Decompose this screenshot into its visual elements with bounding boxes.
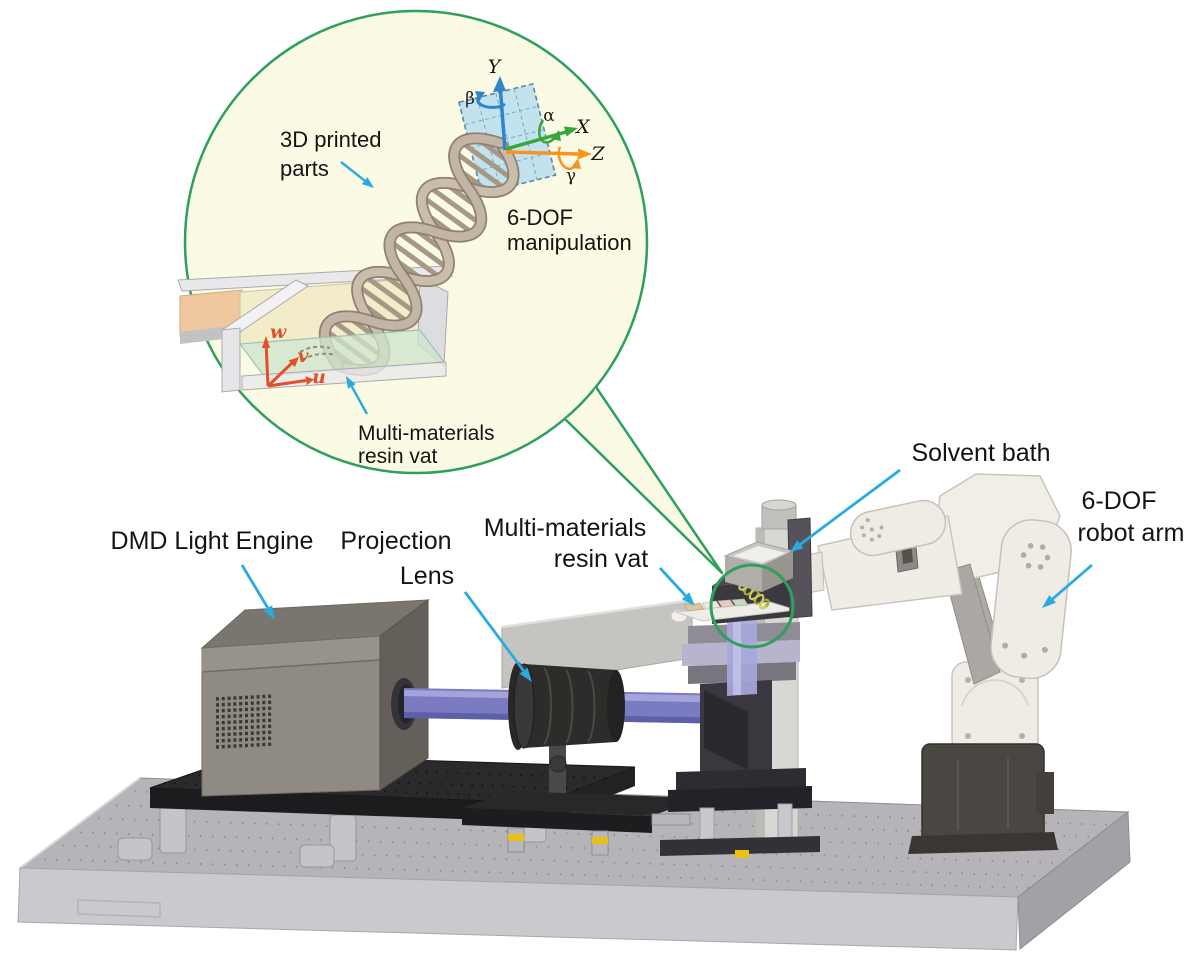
dmd-light-engine bbox=[200, 599, 430, 797]
black-breadboard-holes bbox=[163, 764, 609, 799]
inset-printed-parts-label-2: parts bbox=[280, 156, 329, 181]
table-front-skirt bbox=[17, 867, 1019, 951]
station-post bbox=[699, 807, 715, 843]
robot-arm-label-1: 6-DOF bbox=[1082, 487, 1157, 515]
inset-manipulation-label-1: 6-DOF bbox=[507, 205, 573, 230]
inset-resin-vat-label-2: resin vat bbox=[358, 445, 438, 468]
lens-rings bbox=[543, 667, 596, 745]
axis-label-w: w bbox=[270, 321, 287, 343]
z-axis bbox=[505, 150, 579, 156]
axis-label-v: v bbox=[297, 345, 309, 367]
lens-stage-front bbox=[462, 808, 652, 833]
dmd-arrow bbox=[240, 564, 270, 609]
axis-label-u: u bbox=[312, 366, 326, 388]
robot-arm-label-2: robot arm bbox=[1078, 519, 1185, 547]
shoulder-screws bbox=[965, 677, 1025, 739]
mirror-face bbox=[704, 690, 748, 770]
inset-arrow-lines bbox=[340, 161, 369, 415]
table-right-side bbox=[1017, 811, 1131, 951]
robot-elbow-link bbox=[990, 519, 1072, 680]
callout-tail bbox=[565, 387, 722, 573]
solvent-bath-arrow bbox=[799, 468, 901, 546]
axis-label-beta: β bbox=[465, 89, 475, 109]
dmd-vent-grid bbox=[215, 694, 275, 749]
submerged-part-outline bbox=[299, 345, 337, 361]
dmd-label: DMD Light Engine bbox=[111, 527, 314, 555]
projection-lens-label-1: Projection bbox=[340, 527, 451, 555]
bath-side bbox=[762, 551, 793, 592]
micrometer-accent bbox=[735, 850, 749, 858]
inset-callout: w v u Y X Z β α γ 3D printed bbox=[177, 9, 724, 575]
xyz-axes: Y X Z β α γ bbox=[465, 56, 605, 186]
projection-lens-label-2: Lens bbox=[400, 562, 454, 590]
resin-vat-arrow bbox=[658, 567, 687, 597]
uvw-axes: w v u bbox=[262, 321, 326, 388]
table-hole-grid bbox=[31, 790, 1112, 889]
helix-strand-a bbox=[334, 138, 518, 375]
bath-interior bbox=[733, 546, 786, 563]
table-edge-highlight bbox=[19, 777, 141, 869]
table-skirt-slot bbox=[77, 899, 161, 918]
lens-stage-top bbox=[462, 791, 700, 816]
resin-vat-label-2: resin vat bbox=[554, 545, 649, 573]
axis-label-x: X bbox=[574, 116, 591, 138]
axis-label-y: Y bbox=[488, 56, 503, 78]
callout-tail-outline bbox=[563, 385, 724, 575]
solvent-bath-label: Solvent bath bbox=[912, 439, 1051, 467]
uv-beam-vertical bbox=[727, 614, 757, 696]
elbow-screws bbox=[1002, 542, 1051, 659]
alpha-rotation-arc bbox=[538, 119, 558, 144]
robot-arm bbox=[788, 473, 1072, 854]
post-clamp bbox=[549, 755, 567, 773]
station-base bbox=[660, 836, 820, 856]
robot-base bbox=[921, 743, 1045, 843]
axis-label-z: Z bbox=[590, 143, 605, 165]
inset-manipulation-label-2: manipulation bbox=[507, 230, 632, 255]
projection-lens-arrow bbox=[463, 591, 525, 672]
inset-printed-parts-label-1: 3D printed bbox=[280, 127, 382, 152]
breadboard-feet bbox=[117, 797, 547, 868]
projection-lens-assembly bbox=[462, 662, 700, 856]
robot-wrist-housing bbox=[849, 499, 947, 557]
inset-arrow-heads bbox=[346, 177, 374, 389]
y-axis bbox=[498, 83, 507, 151]
lower-stage-2 bbox=[668, 786, 812, 812]
station-post bbox=[777, 803, 793, 841]
scene-annotations: DMD Light Engine Projection Lens Multi-m… bbox=[111, 439, 1185, 682]
annotation-arrow-lines bbox=[240, 468, 1093, 672]
material-block-beige bbox=[683, 602, 705, 612]
helix-strand-b bbox=[320, 134, 505, 370]
wrist-hole-cluster bbox=[860, 518, 884, 542]
inset-resin-vat-label-1: Multi-materials bbox=[358, 422, 495, 445]
material-block-pink bbox=[717, 599, 735, 608]
material-block-green bbox=[731, 598, 749, 607]
inset-annotations: 3D printed parts 6-DOF manipulation Mult… bbox=[280, 127, 632, 468]
inset-dna-helix bbox=[318, 132, 520, 376]
black-breadboard-front bbox=[150, 788, 545, 822]
annotation-arrow-heads bbox=[263, 540, 1056, 682]
bath-holder bbox=[787, 517, 813, 619]
robot-arm-arrow bbox=[1051, 563, 1093, 600]
print-zone-highlight-circle bbox=[709, 563, 795, 649]
micrometer-barrel bbox=[651, 813, 691, 826]
dmd-seam bbox=[201, 659, 381, 673]
axis-label-gamma: γ bbox=[566, 166, 576, 186]
robot-base-flange bbox=[908, 832, 1058, 854]
axis-label-alpha: α bbox=[543, 106, 555, 126]
resin-vat-label-1: Multi-materials bbox=[484, 514, 647, 542]
vat-divider-front bbox=[221, 327, 241, 393]
